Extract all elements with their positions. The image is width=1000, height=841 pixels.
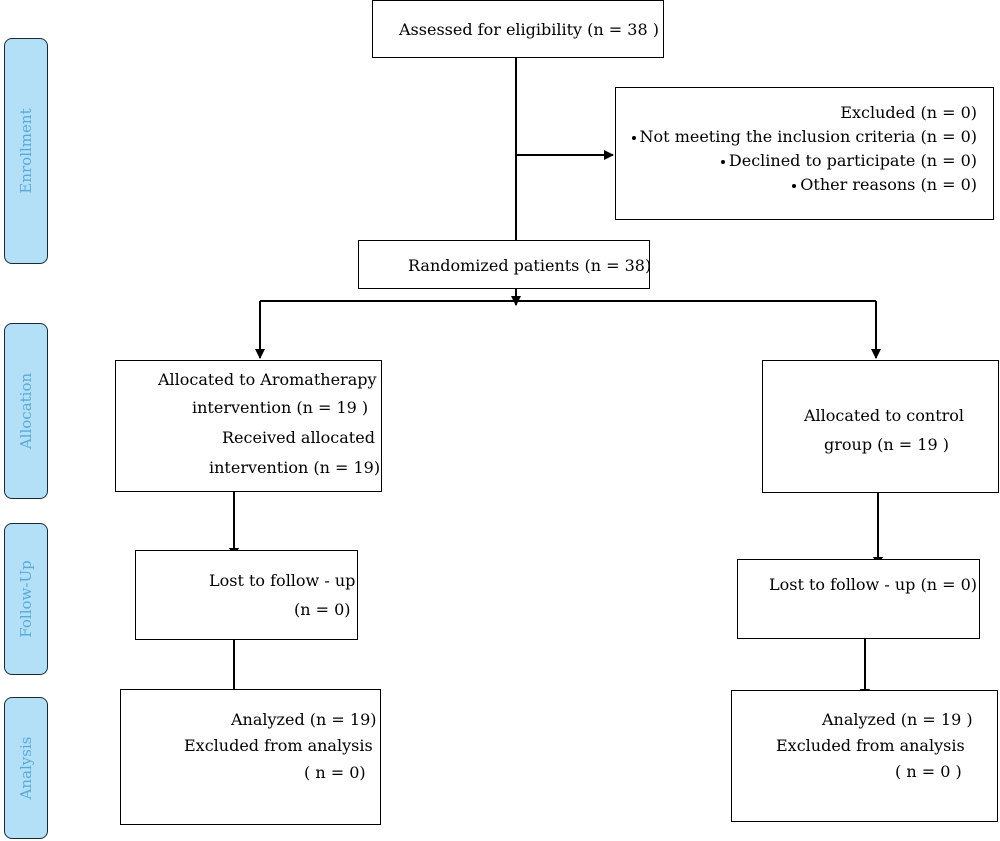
follow-control-line-0: Lost to follow - up (n = 0): [769, 575, 978, 594]
analysis-aroma-line-0: Analyzed (n = 19): [231, 710, 377, 729]
analysis-control-line-2: ( n = 0 ): [895, 762, 962, 781]
stage-follow-up: Follow-Up: [4, 523, 48, 675]
alloc-control-box: Allocated to control group (n = 19 ): [762, 360, 999, 493]
alloc-aroma-line-2: Received allocated: [222, 428, 375, 447]
follow-control-box: Lost to follow - up (n = 0): [737, 559, 980, 639]
follow-aroma-box: Lost to follow - up (n = 0): [135, 550, 358, 640]
analysis-aroma-box: Analyzed (n = 19) Excluded from analysis…: [120, 689, 381, 825]
follow-aroma-line-1: (n = 0): [294, 600, 351, 619]
alloc-control-line-0: Allocated to control: [804, 406, 965, 425]
follow-aroma-line-0: Lost to follow - up: [209, 571, 356, 590]
excluded-item-1-label: Declined to participate (n = 0): [728, 151, 977, 170]
analysis-control-box: Analyzed (n = 19 ) Excluded from analysi…: [731, 690, 998, 822]
randomized-box: Randomized patients (n = 38): [358, 240, 652, 289]
bullet-icon: [631, 135, 636, 140]
analysis-aroma-line-2: ( n = 0): [304, 763, 366, 782]
excluded-item-1: Declined to participate (n = 0): [720, 148, 977, 174]
assessed-box: Assessed for eligibility (n = 38 ): [372, 0, 664, 58]
stage-allocation: Allocation: [4, 323, 48, 499]
bullet-icon: [720, 159, 725, 164]
analysis-control-line-0: Analyzed (n = 19 ): [822, 710, 973, 729]
stage-enrollment: Enrollment: [4, 38, 48, 264]
randomized-text: Randomized patients (n = 38): [408, 256, 652, 275]
analysis-aroma-line-1: Excluded from analysis: [184, 736, 373, 755]
excluded-item-2: Other reasons (n = 0): [792, 172, 977, 198]
excluded-item-0: Not meeting the inclusion criteria (n = …: [631, 124, 977, 150]
excluded-item-0-label: Not meeting the inclusion criteria (n = …: [639, 127, 977, 146]
excluded-box: Excluded (n = 0) Not meeting the inclusi…: [615, 87, 994, 220]
alloc-aroma-line-1: intervention (n = 19 ): [192, 398, 369, 417]
analysis-control-line-1: Excluded from analysis: [776, 736, 965, 755]
bullet-icon: [792, 183, 797, 188]
alloc-aroma-line-0: Allocated to Aromatherapy: [158, 370, 377, 389]
alloc-control-line-1: group (n = 19 ): [824, 435, 949, 454]
alloc-aroma-line-3: intervention (n = 19): [209, 458, 381, 477]
assessed-text: Assessed for eligibility (n = 38 ): [399, 20, 659, 39]
stage-analysis: Analysis: [4, 697, 48, 839]
alloc-aroma-box: Allocated to Aromatherapy intervention (…: [115, 360, 382, 492]
excluded-item-2-label: Other reasons (n = 0): [800, 175, 977, 194]
excluded-title: Excluded (n = 0): [840, 103, 977, 122]
